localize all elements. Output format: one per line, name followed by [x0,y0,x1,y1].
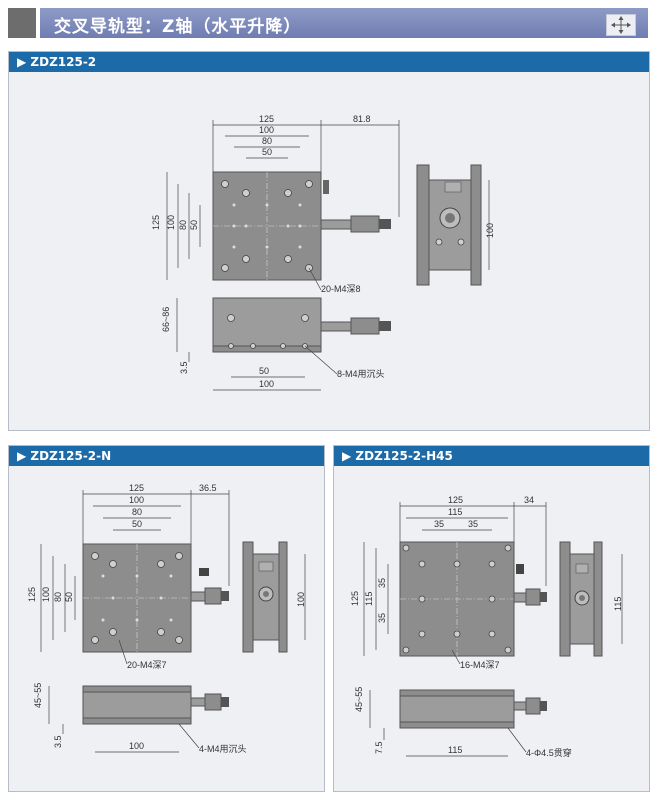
side-dim: 115 [613,597,623,611]
dim-100-bottom: 100 [259,379,274,389]
dim-height: 66~86 [161,307,171,332]
left-dimensions: 125 100 80 50 [151,172,201,280]
top-view-plate [399,541,547,657]
dim-80-left: 80 [53,592,63,602]
top-dimensions: 125 100 80 50 81.8 [212,114,400,217]
dim-125-top: 125 [129,483,144,493]
dim-100-top: 100 [259,125,274,135]
panel-title: ▶ ZDZ125-2-N [17,449,112,463]
dim-125-left: 125 [151,215,161,230]
hole-note: 20-M4深8 [321,284,361,294]
bottom-note: 8-M4用沉头 [337,369,385,379]
dim-81-8: 81.8 [353,114,371,124]
side-view: 100 [416,164,495,286]
panel-zdz125-2-n: ▶ ZDZ125-2-N 125 100 80 50 36.5 125 100 … [8,445,325,792]
dim-125-top: 125 [259,114,274,124]
dim-base: 3.5 [179,361,189,374]
dim-115-left: 115 [364,592,374,606]
header-bar [40,8,648,38]
dim-80-top: 80 [262,136,272,146]
dim-80-left: 80 [178,220,188,230]
front-view: 66~86 3.5 50 100 8-M4用沉头 [161,297,391,391]
top-dimensions: 125 100 80 50 36.5 [82,483,230,586]
dim-35b-left: 35 [377,613,387,623]
dim-36-5: 36.5 [199,483,217,493]
bottom-note: 4-M4用沉头 [199,744,247,754]
page-header: 交叉导轨型：Z轴（水平升降） [0,0,659,42]
drawing-zdz125-2-h45: 125 115 35 35 34 125 115 35 35 [350,495,623,758]
left-dimensions: 125 100 80 50 [27,544,76,652]
panel-title: ▶ ZDZ125-2-H45 [342,449,453,463]
side-dim: 100 [296,592,306,607]
dim-height: 45~55 [33,683,43,708]
dim-125-left: 125 [350,591,360,606]
top-view-plate [212,171,391,281]
front-view: 45~55 3.5 100 4-M4用沉头 [33,683,247,754]
dim-base: 3.5 [53,735,63,748]
dim-115-top: 115 [448,507,462,517]
dim-100-left: 100 [166,215,176,230]
dim-35b-top: 35 [468,519,478,529]
top-view-plate [82,543,229,653]
front-view: 45~55 7.5 115 4-Φ4.5贯穿 [354,687,572,758]
bottom-note: 4-Φ4.5贯穿 [526,747,572,758]
dim-35a-left: 35 [377,578,387,588]
panel-header: ▶ ZDZ125-2-N [9,446,324,466]
dim-50-bottom: 50 [259,366,269,376]
panel-header: ▶ ZDZ125-2-H45 [334,446,649,466]
header-accent-block [8,8,36,38]
move-arrows-icon[interactable] [606,14,636,36]
dim-100-top: 100 [129,495,144,505]
dim-100-bottom: 100 [129,741,144,751]
dim-50-top: 50 [262,147,272,157]
dim-80-top: 80 [132,507,142,517]
drawing-zdz125-2: 125 100 80 50 81.8 125 100 80 50 [151,114,495,391]
dim-50-left: 50 [64,592,74,602]
dim-34: 34 [524,495,534,505]
panel-title: ▶ ZDZ125-2 [17,55,97,69]
panel-zdz125-2-h45: ▶ ZDZ125-2-H45 125 115 35 35 34 125 115 … [333,445,650,792]
hole-note: 16-M4深7 [460,660,500,670]
side-view: 115 [559,541,623,657]
dim-125-left: 125 [27,587,37,602]
top-dimensions: 125 115 35 35 34 [399,495,547,586]
side-view: 100 [242,541,306,653]
left-dimensions: 125 115 35 35 [350,542,389,656]
dim-100-left: 100 [41,587,51,602]
dim-35a-top: 35 [434,519,444,529]
dim-50-left: 50 [189,220,199,230]
page-title: 交叉导轨型：Z轴（水平升降） [54,17,302,37]
dim-50-top: 50 [132,519,142,529]
side-dim: 100 [485,223,495,238]
drawing-zdz125-2-n: 125 100 80 50 36.5 125 100 80 50 [27,483,306,754]
dim-125-top: 125 [448,495,463,505]
dim-115-bottom: 115 [448,745,462,755]
panel-zdz125-2: ▶ ZDZ125-2 125 100 80 50 81.8 125 100 [8,51,650,431]
hole-note: 20-M4深7 [127,660,167,670]
dim-height: 45~55 [354,687,364,712]
panel-header: ▶ ZDZ125-2 [9,52,649,72]
dim-base: 7.5 [374,741,384,754]
